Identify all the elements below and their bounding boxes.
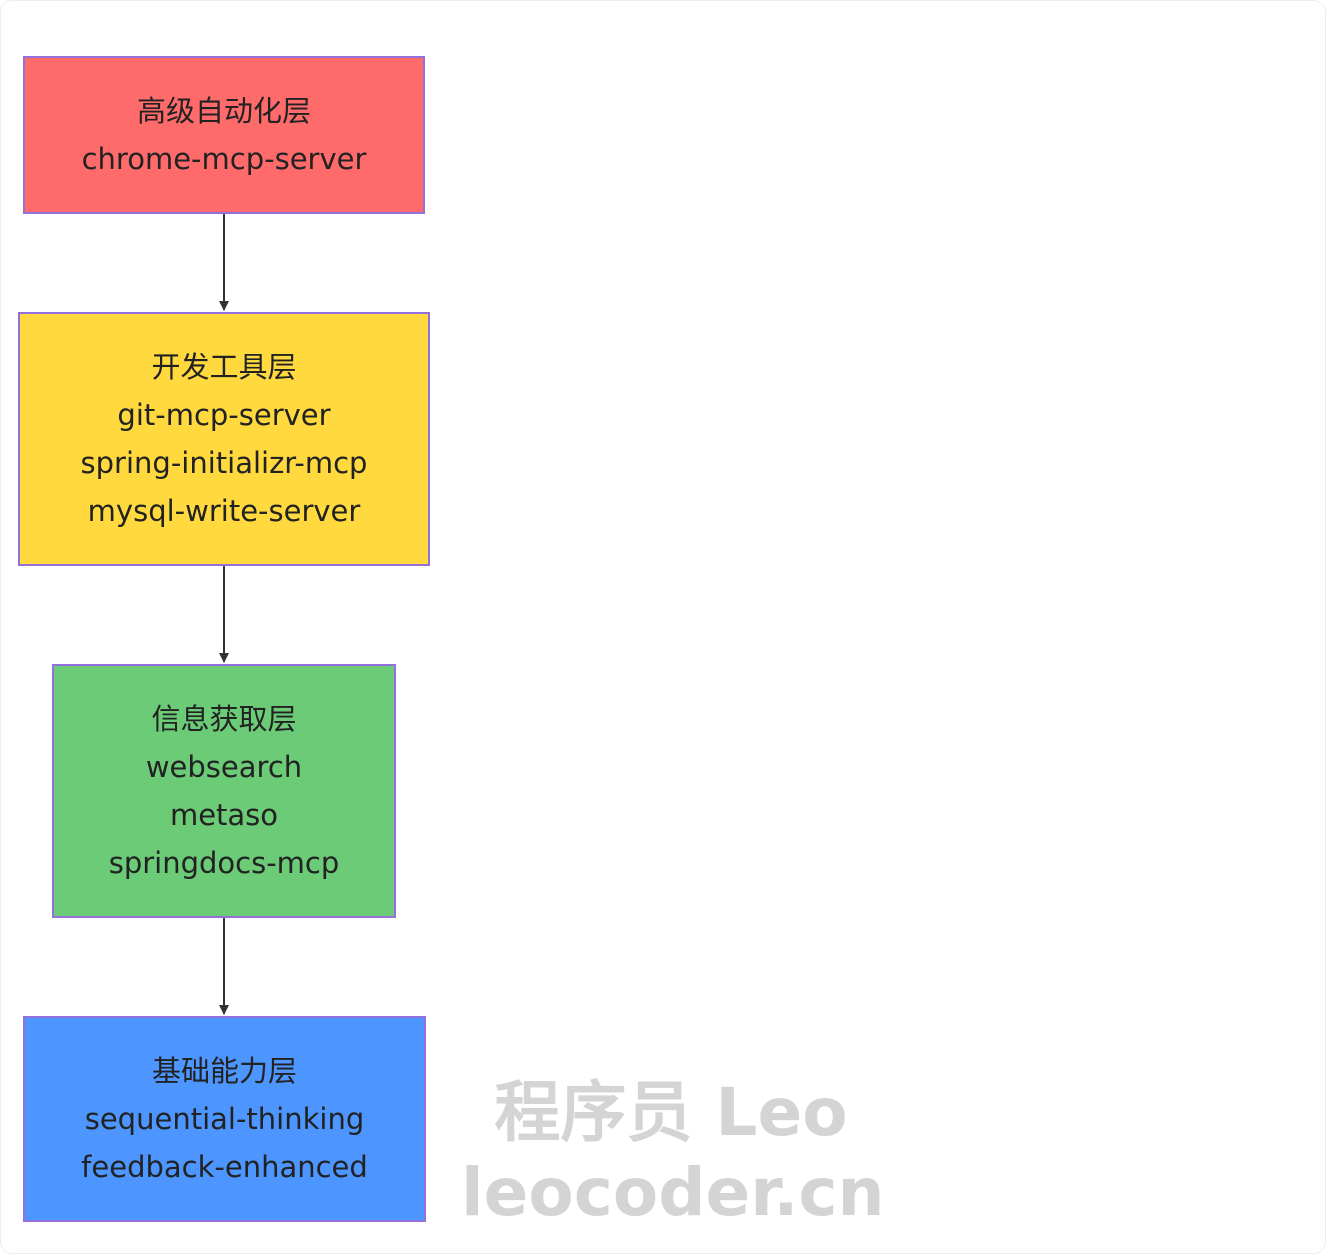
node-item: git-mcp-server xyxy=(117,398,331,432)
node-item: springdocs-mcp xyxy=(108,846,340,880)
node-title: 高级自动化层 xyxy=(136,94,311,128)
node-foundation-layer: 基础能力层 sequential-thinking feedback-enhan… xyxy=(23,1016,426,1222)
node-title: 信息获取层 xyxy=(151,702,297,736)
watermark-line-2: leocoder.cn xyxy=(461,1154,885,1231)
node-item: sequential-thinking xyxy=(84,1102,365,1136)
node-item: websearch xyxy=(145,750,303,784)
node-dev-tools-layer: 开发工具层 git-mcp-server spring-initializr-m… xyxy=(18,312,430,566)
node-item: chrome-mcp-server xyxy=(81,142,367,176)
node-item: feedback-enhanced xyxy=(81,1150,368,1184)
node-title: 开发工具层 xyxy=(151,350,297,384)
node-advanced-automation-layer: 高级自动化层 chrome-mcp-server xyxy=(23,56,425,214)
watermark: 程序员 Leo leocoder.cn xyxy=(461,1073,885,1233)
watermark-line-1: 程序员 Leo xyxy=(494,1074,848,1151)
node-item: mysql-write-server xyxy=(87,494,361,528)
node-item: spring-initializr-mcp xyxy=(80,446,368,480)
node-info-retrieval-layer: 信息获取层 websearch metaso springdocs-mcp xyxy=(52,664,396,918)
node-title: 基础能力层 xyxy=(151,1054,297,1088)
node-item: metaso xyxy=(169,798,279,832)
